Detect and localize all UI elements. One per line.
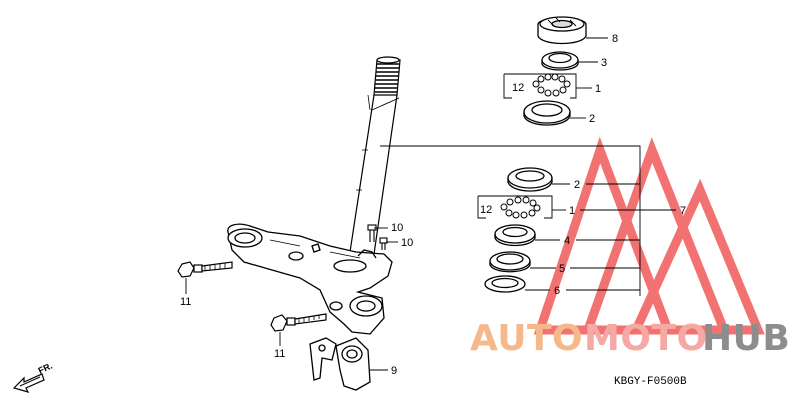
front-direction-arrow: FR. [12,361,54,393]
diagram-code: KBGY-F0500B [614,376,687,388]
part-labels: 8 3 12 1 2 2 12 1 7 4 5 6 10 10 11 11 9 [180,33,686,377]
label-part-2-upper: 2 [589,113,595,125]
label-part-12-upper: 12 [512,82,524,94]
label-part-10-upper: 10 [391,222,403,234]
logo-triangle-right [628,178,765,335]
bracket-lower-bearing [477,195,553,219]
washer-6 [484,275,526,293]
label-part-7: 7 [680,205,686,217]
steel-balls-upper [532,73,571,97]
label-part-9: 9 [391,365,397,377]
dust-seal-5 [489,251,531,273]
ball-race-2-upper [523,100,571,126]
watermark-text-hub: HUB [702,318,790,359]
leader-stem-group [380,145,641,296]
lower-bracket [227,223,393,335]
direction-label: FR. [37,361,54,376]
label-part-11-upper: 11 [180,296,191,308]
label-part-3: 3 [601,57,607,69]
label-part-6: 6 [554,285,560,297]
watermark-logo [533,136,765,335]
ball-race-2-lower [507,167,553,192]
steering-lock-9 [309,337,371,391]
pinch-bolt-11-lower [270,313,327,332]
bolt-10-upper [367,224,377,242]
leader-lines [185,37,676,371]
watermark-text-moto: MOTO [584,318,708,359]
label-part-1-lower: 1 [569,205,575,217]
steering-stem [347,56,401,269]
label-part-5: 5 [559,263,565,275]
watermark-text: AUTO MOTO HUB [470,318,790,359]
bracket-upper-bearing [503,73,577,99]
stem-nut-8 [537,16,587,45]
label-part-11-lower: 11 [274,348,285,360]
label-part-4: 4 [564,235,570,247]
label-part-8: 8 [612,33,618,45]
label-part-1-upper: 1 [595,83,601,95]
watermark-text-auto: AUTO [470,318,583,359]
bolt-10-lower [379,237,388,250]
pinch-bolt-11-upper [177,261,233,278]
cone-race-3 [541,51,579,71]
label-part-2-lower: 2 [574,179,580,191]
cone-race-4 [494,224,536,247]
steel-balls-lower [500,196,541,219]
label-part-12-lower: 12 [480,204,492,216]
label-part-10-lower: 10 [401,237,413,249]
